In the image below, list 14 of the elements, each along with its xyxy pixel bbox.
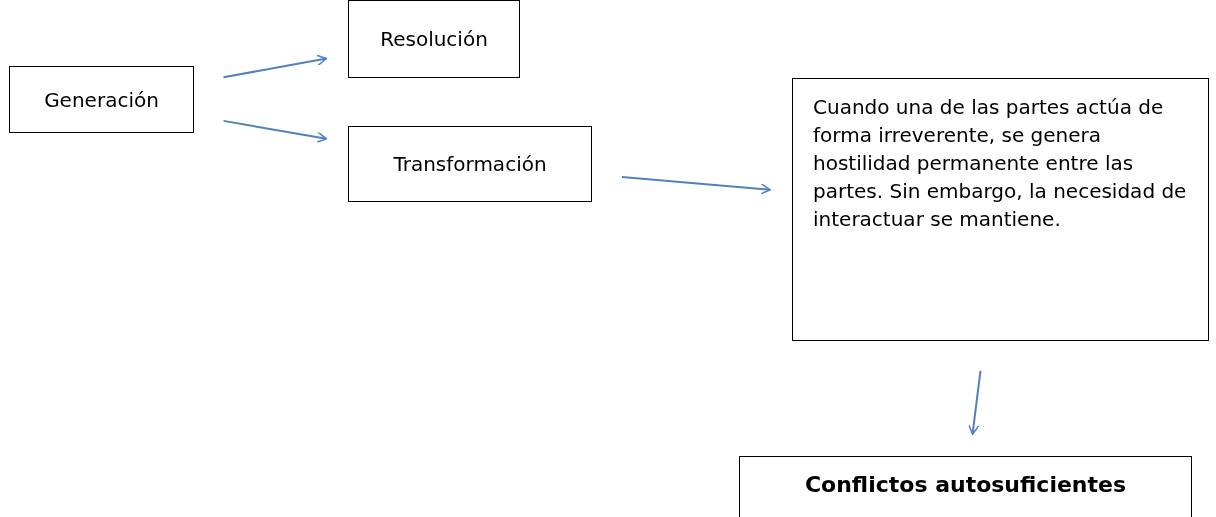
box-text: Generación [44,86,159,114]
process-box [348,0,520,78]
arrow [222,119,328,143]
box-text: Resolución [380,26,488,53]
process-box [348,126,592,202]
box-text: Transformación [393,151,547,178]
process-box [739,456,1192,517]
arrow [620,176,772,195]
arrow [967,369,982,436]
process-box [9,66,194,133]
box-text: Conflictos autosuficientes [804,470,1127,499]
box-text: Cuando una de las partes actúa de forma irreverente, se genera hostilidad permanente entre las partes. Sin embargo, la necesidad de interactuar se mantiene. [813,94,1188,233]
process-box [792,78,1209,341]
arrow [222,54,328,79]
